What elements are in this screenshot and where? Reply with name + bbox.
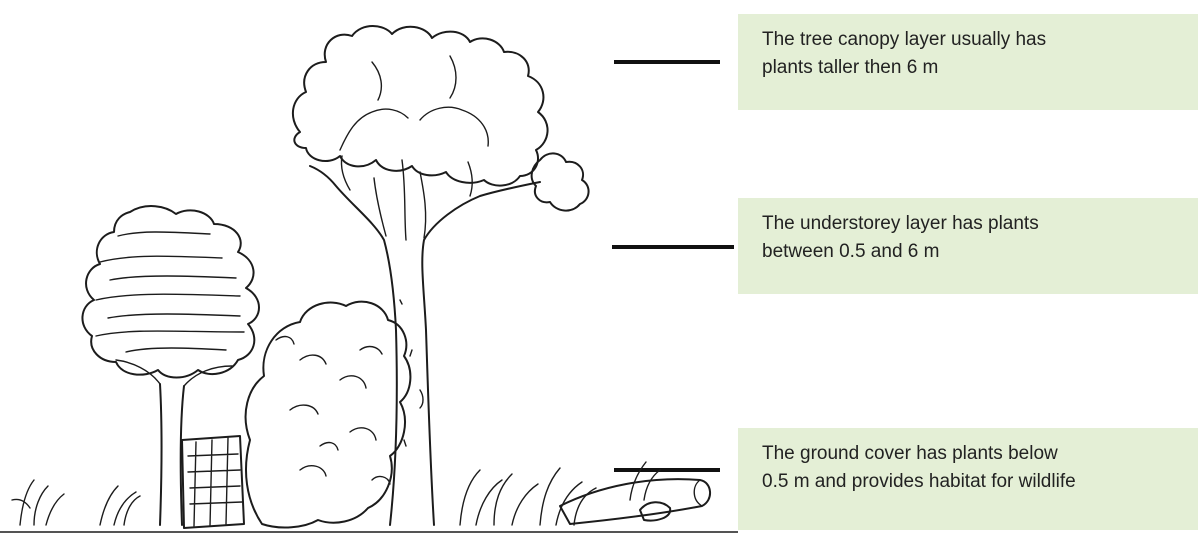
log-illustration — [560, 479, 710, 524]
ground-plants-illustration — [0, 462, 738, 532]
canopy-layer-text-line-2: plants taller then 6 m — [762, 54, 1184, 82]
canopy-layer-callout: The tree canopy layer usually has plants… — [738, 14, 1198, 110]
understorey-layer-callout: The understorey layer has plants between… — [738, 198, 1198, 294]
ground-cover-callout: The ground cover has plants below 0.5 m … — [738, 428, 1198, 530]
tall-tree-illustration — [293, 26, 589, 525]
understorey-layer-text-line-1: The understorey layer has plants — [762, 210, 1184, 238]
shrub-illustration — [182, 302, 410, 528]
small-tree-illustration — [82, 206, 259, 525]
ground-cover-text-line-1: The ground cover has plants below — [762, 440, 1184, 468]
canopy-layer-text-line-1: The tree canopy layer usually has — [762, 26, 1184, 54]
understorey-layer-text-line-2: between 0.5 and 6 m — [762, 238, 1184, 266]
ground-cover-text-line-2: 0.5 m and provides habitat for wildlife — [762, 468, 1184, 496]
forest-layers-illustration — [0, 0, 738, 548]
